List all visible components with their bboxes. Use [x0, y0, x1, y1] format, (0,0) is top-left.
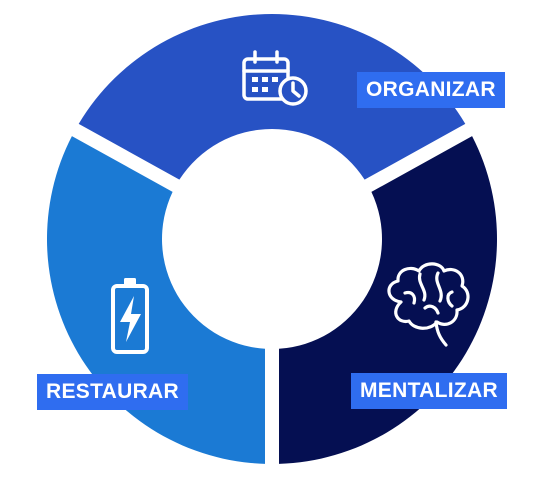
- battery-charging-icon: [111, 278, 149, 354]
- segment-restaurar: [46, 136, 266, 464]
- segment-mentalizar: [279, 136, 498, 464]
- label-restaurar: RESTAURAR: [37, 374, 188, 410]
- calendar-clock-icon: [242, 50, 308, 106]
- label-mentalizar: MENTALIZAR: [351, 373, 507, 409]
- brain-icon: [387, 262, 470, 347]
- label-organizar: ORGANIZAR: [357, 72, 505, 108]
- segment-organizar: [78, 14, 466, 180]
